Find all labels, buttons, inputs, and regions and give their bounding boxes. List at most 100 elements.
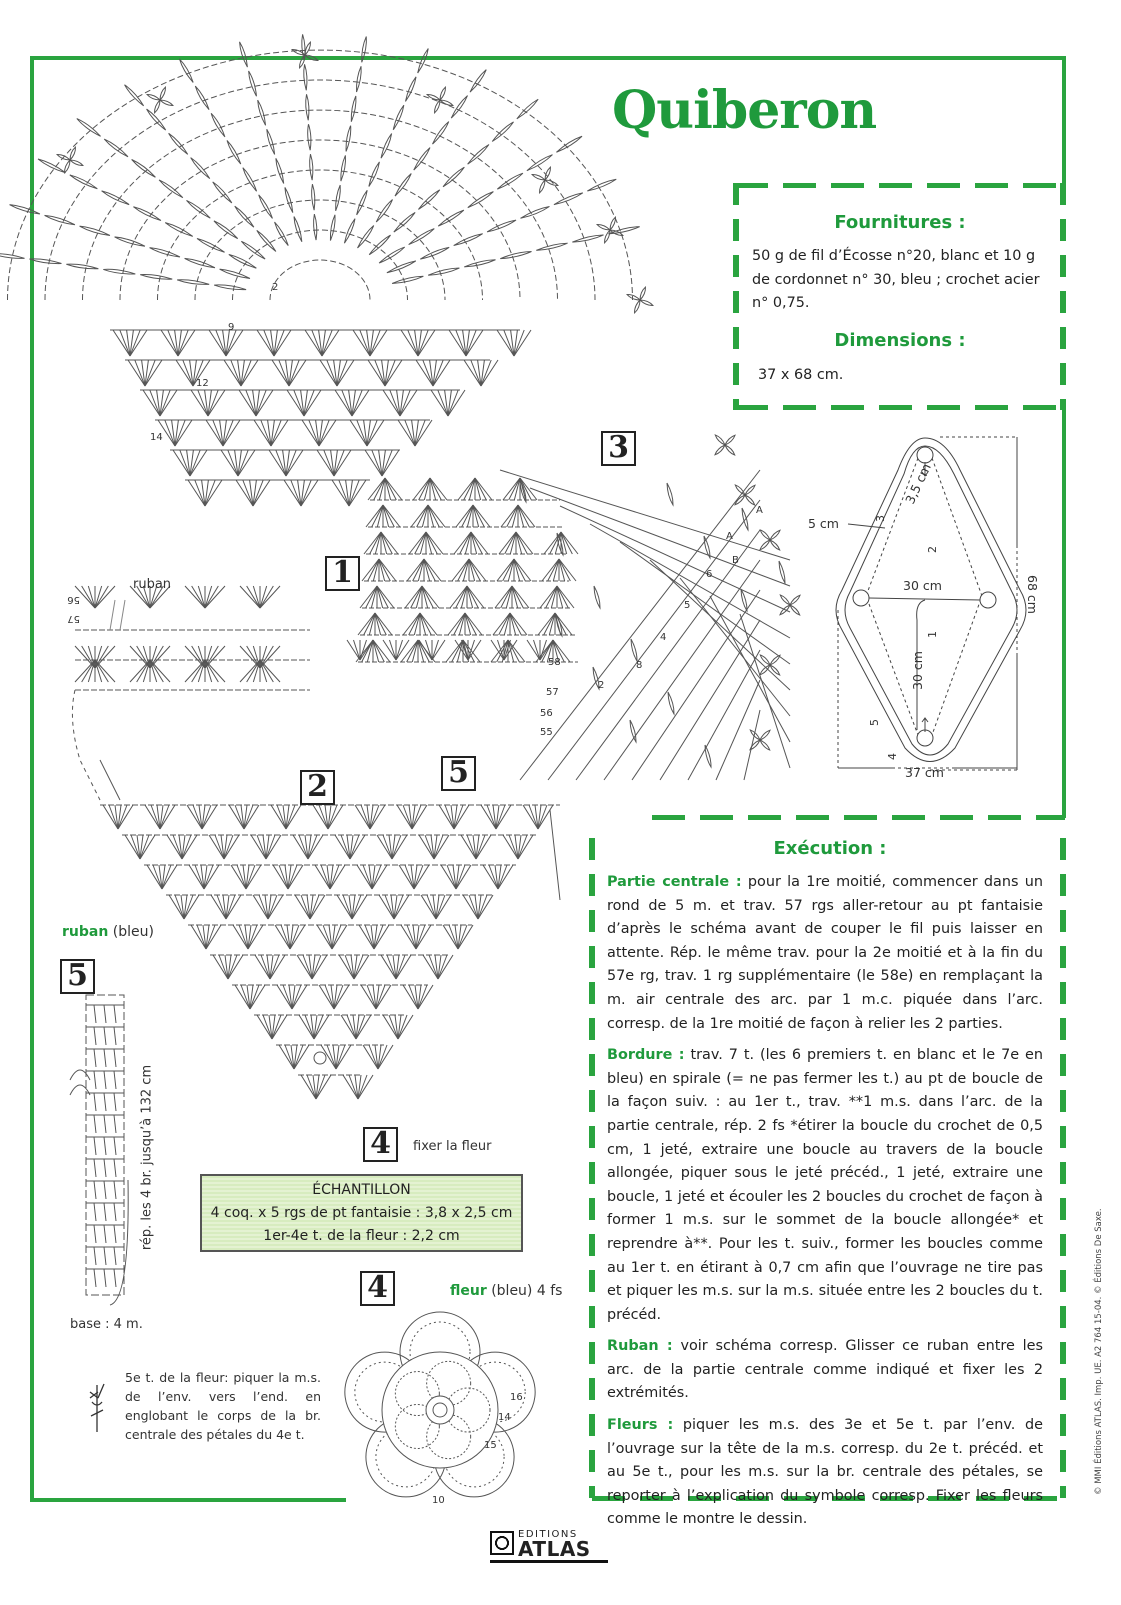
stitch [219, 268, 251, 279]
stitch [376, 834, 393, 860]
stitch [539, 639, 554, 661]
stitch [338, 479, 350, 507]
stitch [239, 645, 261, 669]
stitch [550, 585, 558, 609]
flower-round-label: 15 [484, 1440, 497, 1451]
stitch [315, 1074, 320, 1100]
stitch [248, 70, 257, 97]
stitch [639, 299, 654, 306]
globe-icon [490, 1531, 514, 1555]
diagram-5-ruban-strip [69, 994, 129, 1306]
stitch [488, 864, 499, 890]
stitch [293, 1044, 304, 1070]
stitch [0, 253, 25, 259]
stitch [410, 504, 429, 528]
stitch [235, 479, 254, 507]
stitch [440, 864, 457, 890]
stitch [174, 894, 185, 920]
stitch [302, 954, 313, 980]
stitch [393, 212, 416, 233]
stitch [146, 864, 163, 890]
stitch [29, 258, 62, 265]
stitch [404, 585, 423, 609]
paragraph-body: piquer les m.s. des 3e et 5e t. par l’en… [607, 1417, 1043, 1528]
stitch [417, 558, 425, 582]
stitch [558, 558, 577, 582]
net-line [739, 613, 791, 769]
chain-row [99, 759, 561, 901]
logo-underline [490, 1560, 608, 1563]
box-border [735, 405, 1065, 410]
stitch [432, 121, 450, 145]
echantillon-line-1: 4 coq. x 5 rgs de pt fantaisie : 3,8 x 2… [210, 1205, 513, 1221]
stitch [81, 645, 96, 669]
stitch [149, 645, 171, 669]
stitch [466, 585, 479, 609]
stitch [433, 834, 438, 860]
stitch [472, 834, 477, 860]
stitch [789, 594, 801, 606]
stitch [113, 1180, 117, 1200]
stitch [230, 864, 247, 890]
stitch [191, 659, 206, 683]
stitch [330, 449, 335, 477]
net-line [619, 541, 791, 665]
row-label: 57 [546, 687, 559, 698]
stitch [348, 1074, 359, 1100]
stitch [382, 834, 393, 860]
inner-petal [394, 1403, 440, 1449]
stitch [351, 389, 363, 417]
stitch [243, 804, 260, 830]
stitch [491, 121, 514, 142]
stitch [69, 159, 84, 166]
stitch [178, 834, 183, 860]
stitch [237, 449, 256, 477]
stitch [381, 449, 386, 477]
stitch [461, 504, 474, 528]
stitch [94, 585, 109, 609]
stitch [468, 558, 487, 582]
echantillon-title: ÉCHANTILLON [312, 1182, 411, 1198]
stitch [446, 864, 457, 890]
stitch [560, 531, 568, 555]
stitch [420, 894, 437, 920]
stitch [234, 205, 255, 228]
stitch [313, 1014, 324, 1040]
net-line [603, 559, 761, 781]
stitch [340, 834, 351, 860]
fleur-bleu-label: fleur (bleu) 4 fs [450, 1283, 562, 1299]
inner-petal [394, 1371, 440, 1417]
stitch [556, 532, 564, 557]
stitch [417, 639, 430, 663]
stitch [129, 329, 141, 357]
stitch [196, 238, 225, 253]
part-4: 4 [886, 753, 899, 760]
stitch [421, 504, 429, 528]
stitch [384, 477, 403, 501]
stitch [465, 329, 470, 357]
stitch [223, 834, 228, 860]
stitch [260, 954, 271, 980]
stitch [9, 204, 41, 215]
stitch [395, 639, 403, 661]
stitch [452, 864, 457, 890]
stitch [93, 1158, 97, 1178]
stitch [468, 477, 476, 501]
stitch [187, 479, 206, 507]
stitch [408, 804, 413, 830]
stitch [415, 924, 432, 950]
stitch [549, 531, 562, 555]
stitch [87, 645, 96, 669]
stitch [133, 206, 162, 221]
stitch [417, 984, 422, 1010]
stitch [183, 894, 200, 920]
stitch [475, 834, 492, 860]
stitch [366, 329, 371, 357]
stitch [352, 1014, 357, 1040]
stitch [413, 864, 430, 890]
stitch [167, 329, 179, 357]
stitch [468, 558, 481, 582]
stitch [311, 954, 322, 980]
stitch [531, 174, 546, 181]
stitch [267, 419, 272, 447]
